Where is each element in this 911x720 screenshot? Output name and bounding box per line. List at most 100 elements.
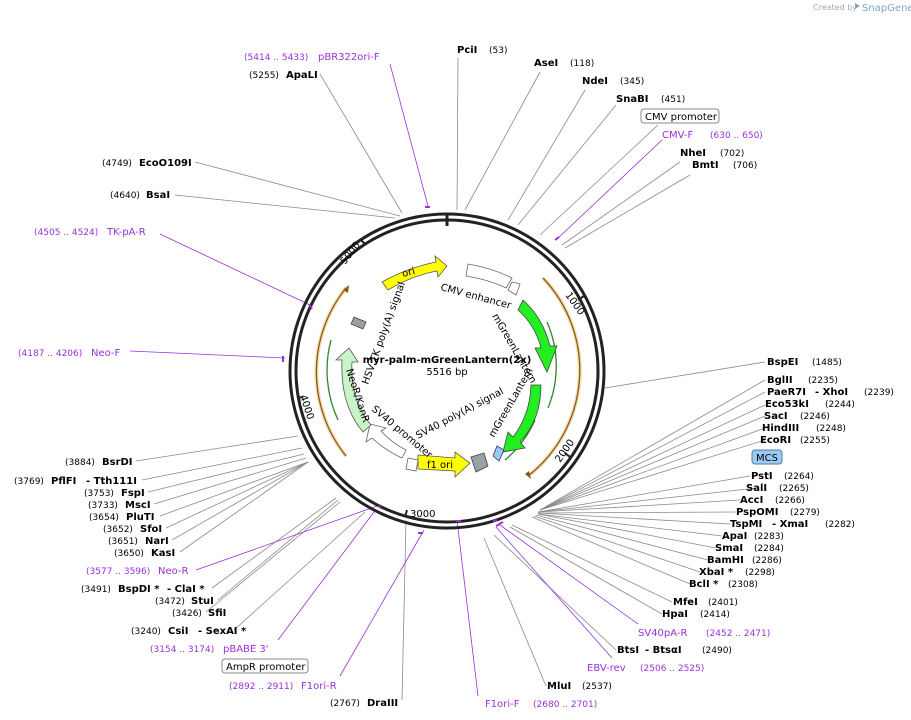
enzyme-hindiii-name[interactable]: HindIII	[762, 423, 799, 434]
mgreenlantern-1-feature[interactable]	[517, 299, 558, 373]
enzyme-xhoi-pos: (2239)	[864, 388, 894, 398]
enzyme-bsrdi-name[interactable]: BsrDI	[102, 457, 133, 468]
enzyme-mlui-name[interactable]: MluI	[547, 681, 571, 692]
enzyme-btsi-name[interactable]: BtsI	[617, 645, 639, 656]
enzyme-bspdi-name[interactable]: BspDI *	[118, 584, 160, 595]
mgreenlantern-2-feature[interactable]	[502, 384, 542, 453]
enzyme-ecori-name[interactable]: EcoRI	[760, 435, 791, 446]
ampr-promoter-box[interactable]	[221, 658, 309, 674]
ampr-promoter-feature[interactable]	[405, 457, 419, 472]
mcs-box-label: MCS	[756, 453, 778, 464]
primer-pbabe3-name[interactable]: pBABE 3'	[223, 644, 269, 655]
enzyme-btsai-name[interactable]: - BtsαI	[645, 645, 682, 656]
enzyme-xmai-name[interactable]: - XmaI	[772, 519, 808, 530]
f1-ori-label: f1 ori	[427, 460, 453, 471]
enzyme-ecoo109i-pos: (4749)	[102, 159, 132, 169]
neor-kanr-feature[interactable]	[334, 347, 372, 433]
enzyme-apali-pos: (5255)	[249, 71, 279, 81]
cmv-promoter-box[interactable]	[640, 108, 720, 124]
enzyme-hpai-pos: (2414)	[700, 610, 730, 620]
enzyme-pspomi-name[interactable]: PspOMI	[736, 507, 778, 518]
enzyme-bcli-pos: (2308)	[728, 580, 758, 590]
enzyme-pluti-pos: (3654)	[89, 513, 119, 523]
enzyme-apali-name[interactable]: ApaLI	[286, 70, 318, 81]
enzyme-paer7i-name[interactable]: PaeR7I	[767, 387, 806, 398]
enzyme-bglii-name[interactable]: BglII	[767, 375, 793, 386]
enzyme-ecoo109i-name[interactable]: EcoO109I	[139, 158, 192, 169]
hsv-tk-label: HSV TK poly(A) signal	[360, 280, 407, 386]
primer-pbr322ori-f-name[interactable]: pBR322ori-F	[318, 52, 380, 63]
enzyme-snabi-name[interactable]: SnaBI	[616, 94, 648, 105]
plasmid-name: myr-palm-mGreenLantern(2x)	[363, 355, 532, 366]
enzyme-sali-name[interactable]: SalI	[746, 483, 767, 494]
enzyme-csii-name[interactable]: CsiI	[168, 626, 188, 637]
enzyme-pflfi-name[interactable]: PflFI	[51, 476, 76, 487]
enzyme-apai-name[interactable]: ApaI	[722, 531, 747, 542]
enzyme-sfoi-pos: (3652)	[103, 525, 133, 535]
enzyme-nhei-name[interactable]: NheI	[680, 148, 706, 159]
primer-tk-pa-r-name[interactable]: TK-pA-R	[106, 227, 146, 238]
enzyme-xbai-name[interactable]: XbaI *	[699, 567, 734, 578]
primer-f1ori-f-name[interactable]: F1ori-F	[485, 699, 520, 710]
primer-neo-f-name[interactable]: Neo-F	[91, 348, 121, 359]
enzyme-stui-pos: (3472)	[155, 597, 185, 607]
enzyme-saci-pos: (2246)	[800, 412, 830, 422]
cmv-promoter-feature[interactable]	[507, 281, 521, 296]
orf-arrow-right-icon	[525, 471, 531, 479]
primer-neo-r-name[interactable]: Neo-R	[158, 566, 189, 577]
enzyme-pcii-name[interactable]: PciI	[457, 45, 477, 56]
enzyme-clai-name[interactable]: - ClaI *	[167, 584, 205, 595]
enzyme-stui-name[interactable]: StuI	[191, 596, 214, 607]
enzyme-xhoi-name[interactable]: - XhoI	[815, 387, 848, 398]
enzyme-draiii-name[interactable]: DraIII	[367, 698, 398, 709]
enzyme-msci-name[interactable]: MscI	[125, 500, 151, 511]
enzyme-ndei-name[interactable]: NdeI	[582, 76, 608, 87]
enzyme-sfii-pos: (3426)	[172, 609, 202, 619]
enzyme-bamhi-name[interactable]: BamHI	[707, 555, 744, 566]
enzyme-mfei-name[interactable]: MfeI	[673, 597, 698, 608]
enzyme-psti-name[interactable]: PstI	[751, 471, 773, 482]
credit-text: Created by	[813, 3, 857, 12]
enzyme-sfoi-name[interactable]: SfoI	[140, 524, 162, 535]
enzyme-bsai-name[interactable]: BsaI	[146, 190, 170, 201]
sv40-promoter-feature[interactable]	[365, 423, 407, 459]
enzyme-pflfi-pos: (3769)	[14, 477, 44, 487]
enzyme-sfii-name[interactable]: SfiI	[208, 608, 226, 619]
enzyme-eco53ki-name[interactable]: Eco53kI	[765, 399, 809, 410]
hsv-tk-polya-feature[interactable]	[350, 316, 367, 330]
enzyme-pluti-name[interactable]: PluTI	[126, 512, 154, 523]
enzyme-bmti-name[interactable]: BmtI	[692, 160, 719, 171]
enzyme-tspmi-name[interactable]: TspMI	[730, 519, 762, 530]
enzyme-smai-name[interactable]: SmaI	[715, 543, 743, 554]
sv40-polya-feature[interactable]	[470, 452, 489, 473]
primer-neo-f-pos: (4187 .. 4206)	[18, 349, 82, 359]
primer-sv40pa-r-pos: (2452 .. 2471)	[706, 629, 770, 639]
enzyme-hpai-name[interactable]: HpaI	[662, 609, 688, 620]
primer-leaders	[129, 63, 663, 697]
enzyme-tth111i-name[interactable]: - Tth111I	[86, 476, 137, 487]
ori-feature[interactable]	[381, 255, 448, 291]
enzyme-nari-name[interactable]: NarI	[145, 536, 169, 547]
f1-ori-feature[interactable]	[417, 451, 471, 478]
enzyme-saci-name[interactable]: SacI	[764, 411, 788, 422]
enzyme-acci-name[interactable]: AccI	[740, 495, 763, 506]
enzyme-bspei-name[interactable]: BspEI	[767, 357, 798, 368]
cmv-enhancer-feature[interactable]	[465, 263, 513, 289]
primer-ebv-rev-name[interactable]: EBV-rev	[587, 663, 626, 674]
enzyme-fspi-pos: (3753)	[84, 489, 114, 499]
enzyme-fspi-name[interactable]: FspI	[121, 488, 145, 499]
primer-f1ori-r-name[interactable]: F1ori-R	[301, 681, 337, 692]
mcs-feature[interactable]	[492, 445, 505, 462]
mcs-box[interactable]	[751, 449, 783, 465]
enzyme-asei-name[interactable]: AseI	[534, 58, 558, 69]
primer-sv40pa-r-name[interactable]: SV40pA-R	[638, 628, 687, 639]
enzyme-kasi-name[interactable]: KasI	[151, 548, 175, 559]
primer-cmv-f-name[interactable]: CMV-F	[662, 130, 693, 141]
orf-inner-arc-1	[546, 321, 557, 409]
orf-arc-right	[527, 277, 581, 477]
enzyme-bsrdi-pos: (3884)	[65, 458, 95, 468]
enzyme-btsai-pos: (2490)	[702, 646, 732, 656]
enzyme-bcli-name[interactable]: BclI *	[689, 579, 719, 590]
enzyme-bsai-pos: (4640)	[110, 191, 140, 201]
enzyme-sexai-name[interactable]: - SexAI *	[198, 626, 247, 637]
